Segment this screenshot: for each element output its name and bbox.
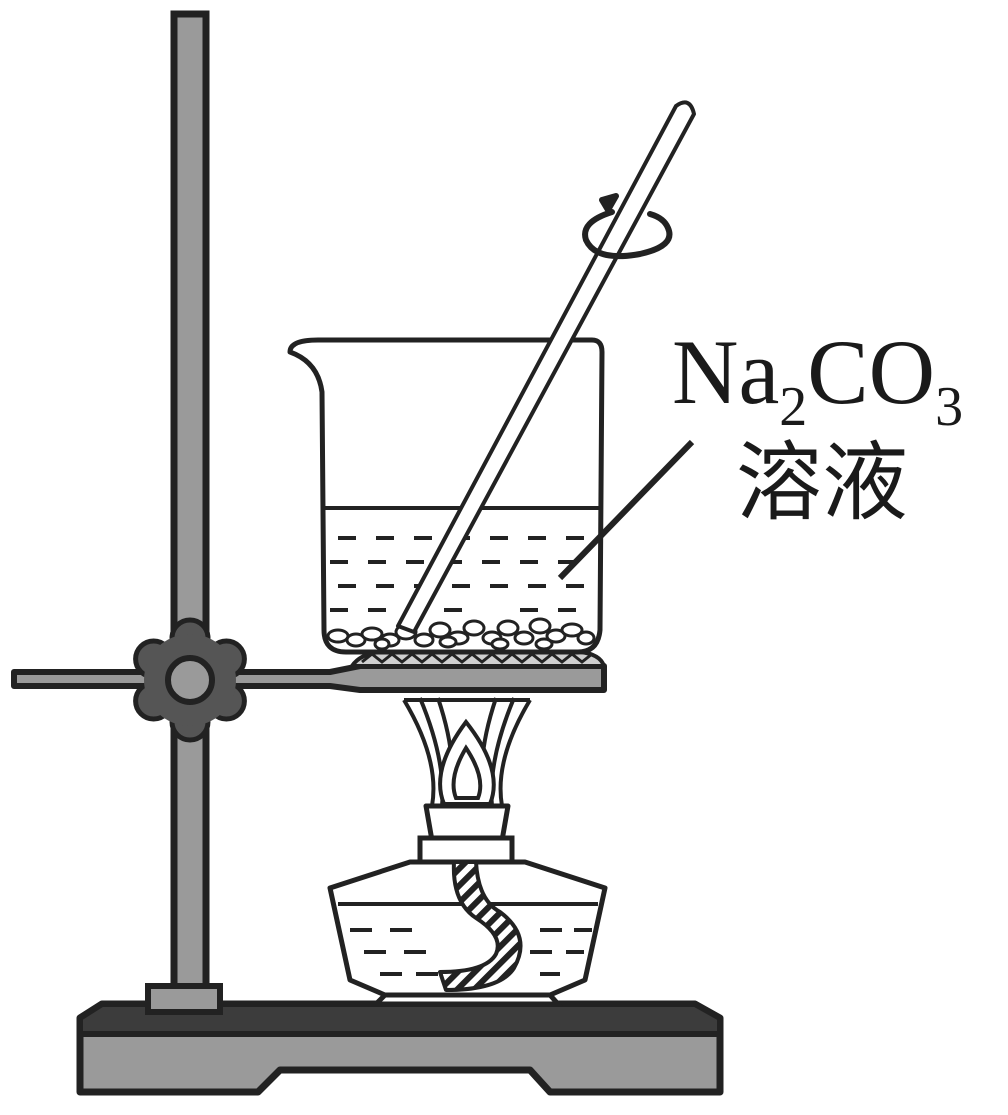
clamp-knob xyxy=(133,617,247,743)
clamp-arm xyxy=(11,663,607,693)
formula-subscript-2: 2 xyxy=(779,376,808,438)
label-leader-line xyxy=(557,439,695,581)
stand-base xyxy=(76,1000,724,1096)
formula-subscript-3: 3 xyxy=(935,376,964,438)
solid-particles xyxy=(326,617,596,651)
formula-label: Na2CO3 xyxy=(672,326,963,435)
beaker xyxy=(287,337,605,655)
alcohol-lamp xyxy=(327,803,608,1007)
formula-part-co: CO xyxy=(807,321,936,423)
flame xyxy=(402,697,532,808)
glass-rod xyxy=(396,100,696,634)
stand-rod xyxy=(145,10,223,1015)
rotation-arrow-icon xyxy=(582,193,673,260)
formula-part-na: Na xyxy=(672,321,780,423)
solution-label: 溶液 xyxy=(736,433,908,533)
